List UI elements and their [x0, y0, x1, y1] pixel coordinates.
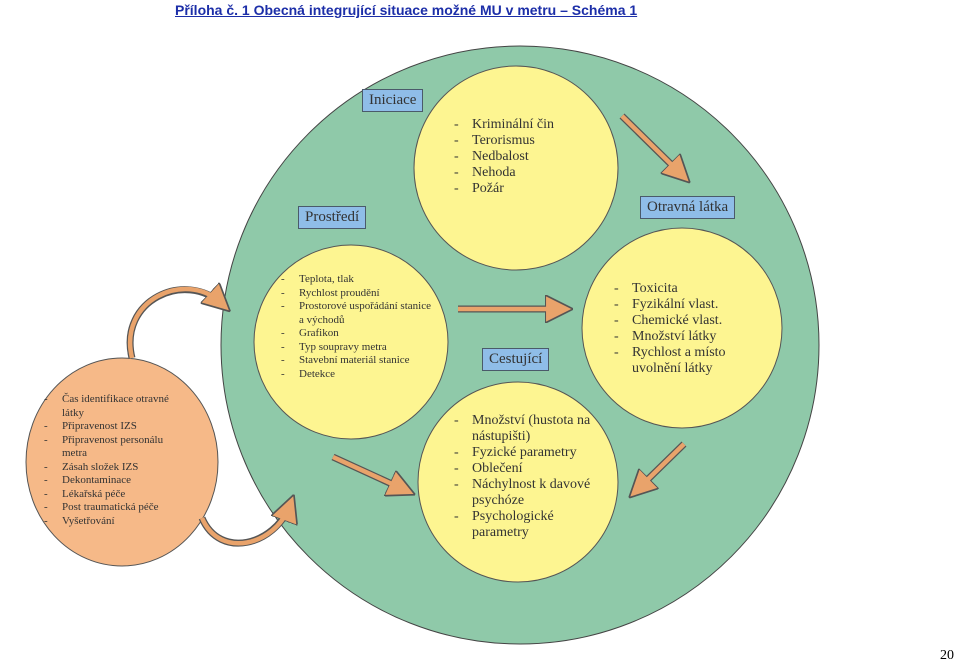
- list-item: Dekontaminace: [40, 474, 180, 488]
- list-item: Rychlost proudění: [277, 287, 437, 301]
- list-item: Nedbalost: [450, 149, 600, 165]
- list-item: Lékařská péče: [40, 488, 180, 502]
- page-number: 20: [940, 648, 954, 663]
- list-item: Typ soupravy metra: [277, 341, 437, 355]
- reakce-text: Čas identifikace otravné látky Připraven…: [40, 393, 180, 528]
- latka-text: Toxicita Fyzikální vlast. Chemické vlast…: [610, 281, 758, 377]
- list-item: Teplota, tlak: [277, 273, 437, 287]
- label-iniciace: Iniciace: [362, 89, 424, 112]
- list-item: Připravenost personálu metra: [40, 434, 180, 461]
- label-otravna-latka: Otravná látka: [640, 196, 736, 219]
- page-header: Příloha č. 1 Obecná integrující situace …: [175, 2, 638, 18]
- outer-circle: [220, 45, 820, 645]
- list-item: Fyzické parametry: [450, 445, 600, 461]
- list-item: Prostorové uspořádání stanice a východů: [277, 300, 437, 327]
- list-item: Detekce: [277, 368, 437, 382]
- arrow-reakce-prostredi: [126, 290, 222, 359]
- label-prostredi: Prostředí: [298, 206, 367, 229]
- list-item: Stavební materiál stanice: [277, 354, 437, 368]
- list-item: Připravenost IZS: [40, 420, 180, 434]
- list-item: Toxicita: [610, 281, 758, 297]
- list-item: Chemické vlast.: [610, 313, 758, 329]
- cestujici-text: Množství (hustota na nástupišti) Fyzické…: [450, 413, 600, 541]
- list-item: Vyšetřování: [40, 515, 180, 529]
- list-item: Terorismus: [450, 133, 600, 149]
- list-item: Nehoda: [450, 165, 600, 181]
- list-item: Grafikon: [277, 327, 437, 341]
- list-item: Oblečení: [450, 461, 600, 477]
- list-item: Rychlost a místo uvolnění látky: [610, 345, 758, 377]
- iniciace-text: Kriminální čin Terorismus Nedbalost Neho…: [450, 117, 600, 197]
- list-item: Psychologické parametry: [450, 509, 600, 541]
- list-item: Množství (hustota na nástupišti): [450, 413, 600, 445]
- list-item: Zásah složek IZS: [40, 461, 180, 475]
- label-cestujici: Cestující: [482, 348, 550, 371]
- prostredi-text: Teplota, tlak Rychlost proudění Prostoro…: [277, 273, 437, 381]
- list-item: Požár: [450, 181, 600, 197]
- list-item: Množství látky: [610, 329, 758, 345]
- list-item: Náchylnost k davové psychóze: [450, 477, 600, 509]
- list-item: Čas identifikace otravné látky: [40, 393, 180, 420]
- list-item: Fyzikální vlast.: [610, 297, 758, 313]
- list-item: Kriminální čin: [450, 117, 600, 133]
- list-item: Post traumatická péče: [40, 501, 180, 515]
